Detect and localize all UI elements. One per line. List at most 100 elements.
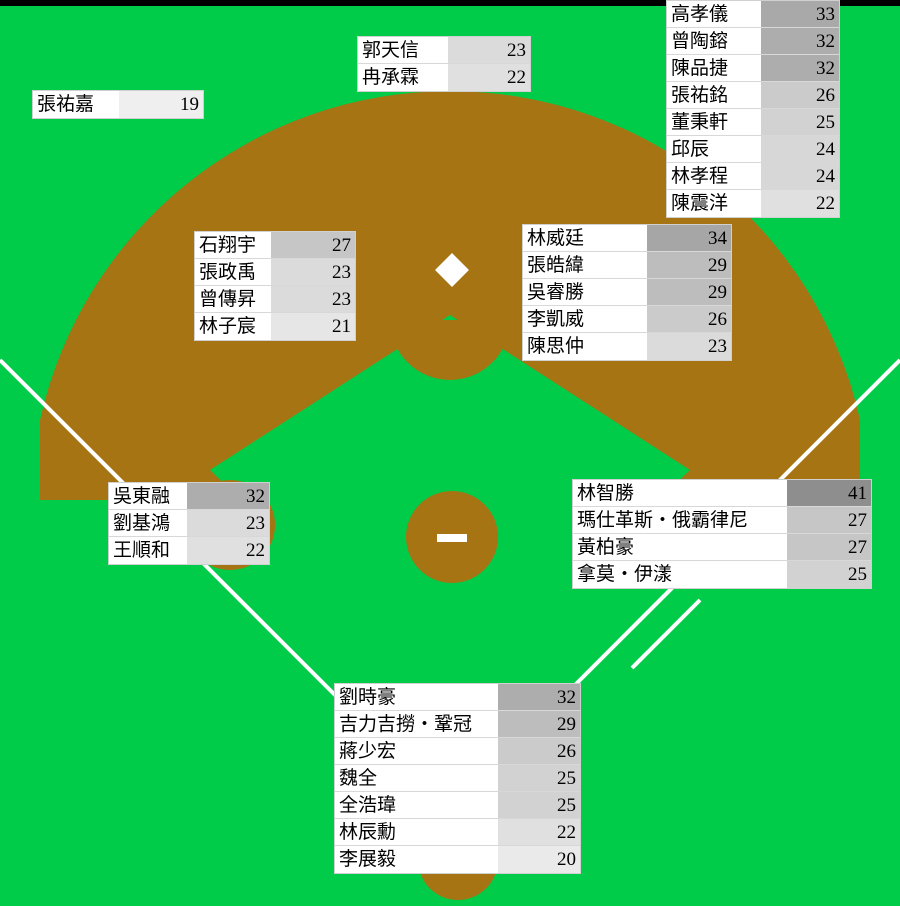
player-value: 23	[448, 37, 530, 63]
player-value: 23	[271, 259, 355, 285]
player-name: 陳品捷	[667, 55, 761, 81]
player-value: 34	[647, 225, 731, 251]
player-name: 吳睿勝	[523, 279, 647, 305]
player-value: 22	[448, 64, 530, 91]
player-value: 21	[271, 313, 355, 340]
player-value: 32	[498, 684, 580, 710]
top-band	[0, 0, 900, 6]
player-name: 張皓緯	[523, 252, 647, 278]
player-name: 林孝程	[667, 163, 761, 189]
player-name: 吉力吉撈・鞏冠	[335, 711, 498, 737]
player-name: 林辰勳	[335, 819, 498, 845]
pitcher-rubber	[437, 534, 467, 542]
player-value: 25	[761, 109, 839, 135]
player-value: 33	[761, 1, 839, 27]
player-name: 瑪仕革斯・俄霸律尼	[573, 507, 787, 533]
player-value: 41	[787, 480, 871, 506]
second-base	[435, 253, 469, 287]
player-name: 林子宸	[195, 313, 271, 340]
player-name: 吳東融	[109, 483, 187, 509]
player-value: 24	[761, 163, 839, 189]
player-value: 22	[498, 819, 580, 845]
player-value: 27	[787, 534, 871, 560]
player-value: 23	[647, 333, 731, 360]
player-name: 林威廷	[523, 225, 647, 251]
player-name: 李展毅	[335, 846, 498, 873]
player-value: 25	[498, 765, 580, 791]
player-value: 32	[761, 55, 839, 81]
player-name: 張政禹	[195, 259, 271, 285]
player-name: 拿莫・伊漾	[573, 561, 787, 588]
player-value: 32	[761, 28, 839, 54]
player-name: 全浩瑋	[335, 792, 498, 818]
player-name: 王順和	[109, 537, 187, 564]
player-value: 20	[498, 846, 580, 873]
player-name: 冉承霖	[358, 64, 448, 91]
player-value: 22	[761, 190, 839, 217]
player-value: 24	[761, 136, 839, 162]
player-value: 26	[761, 82, 839, 108]
player-name: 石翔宇	[195, 232, 271, 258]
player-value: 26	[647, 306, 731, 332]
player-value: 19	[119, 91, 203, 118]
player-value: 25	[498, 792, 580, 818]
player-name: 曾陶鎔	[667, 28, 761, 54]
infield-grass-outer	[0, 520, 900, 906]
player-value: 32	[187, 483, 269, 509]
player-value: 29	[647, 252, 731, 278]
player-value: 26	[498, 738, 580, 764]
player-name: 劉基鴻	[109, 510, 187, 536]
player-value: 22	[187, 537, 269, 564]
player-name: 陳震洋	[667, 190, 761, 217]
player-name: 張祐嘉	[33, 91, 119, 118]
player-name: 高孝儀	[667, 1, 761, 27]
player-value: 29	[647, 279, 731, 305]
coach-box-line	[630, 598, 702, 670]
player-name: 曾傳昇	[195, 286, 271, 312]
player-name: 張祐銘	[667, 82, 761, 108]
player-value: 27	[787, 507, 871, 533]
player-name: 陳思仲	[523, 333, 647, 360]
player-name: 李凱威	[523, 306, 647, 332]
player-value: 29	[498, 711, 580, 737]
player-value: 23	[187, 510, 269, 536]
